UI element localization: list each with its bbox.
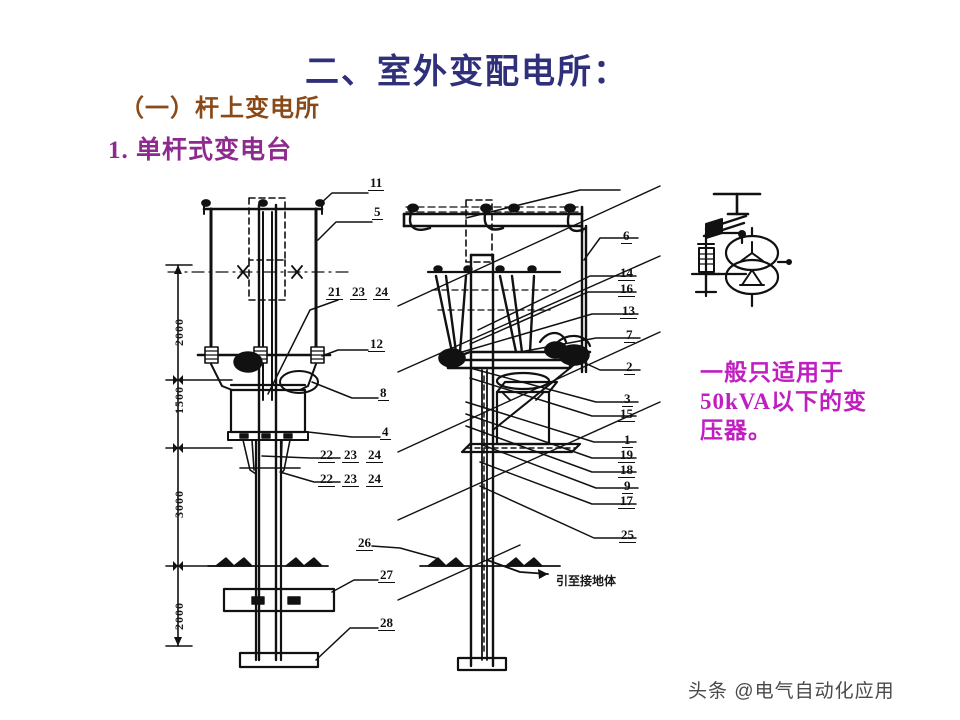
callout-12: 12 <box>368 336 385 352</box>
page-title: 二、室外变配电所： <box>305 54 629 91</box>
callout-23-b: 23 <box>342 447 359 463</box>
subsection-heading: 1. 单杆式变电台 <box>108 137 293 164</box>
watermark: 头条 @电气自动化应用 <box>688 681 895 702</box>
callout-24-c: 24 <box>366 471 383 487</box>
ground-connection-note: 引至接地体 <box>556 574 617 588</box>
callout-9: 9 <box>622 478 633 494</box>
callout-7: 7 <box>624 327 635 343</box>
callout-24-a: 24 <box>373 284 390 300</box>
callout-22-a: 22 <box>318 447 335 463</box>
callout-4: 4 <box>380 424 391 440</box>
callout-22-b: 22 <box>318 471 335 487</box>
callout-1: 1 <box>622 432 633 448</box>
callout-25: 25 <box>619 527 636 543</box>
callout-3: 3 <box>622 391 633 407</box>
callout-15: 15 <box>618 406 635 422</box>
callout-21: 21 <box>326 284 343 300</box>
callout-2: 2 <box>624 359 635 375</box>
callout-24-b: 24 <box>366 447 383 463</box>
callout-23-a: 23 <box>350 284 367 300</box>
dimension-2000-top: 2000 <box>172 318 186 346</box>
callout-11: 11 <box>368 175 385 191</box>
callout-14: 14 <box>618 265 635 281</box>
callout-27: 27 <box>378 567 395 583</box>
callout-16: 16 <box>618 281 635 297</box>
callout-19: 19 <box>618 447 635 463</box>
callout-28: 28 <box>378 615 395 631</box>
callout-18: 18 <box>618 462 635 478</box>
callout-8: 8 <box>378 385 389 401</box>
dimension-3000: 3000 <box>172 490 186 518</box>
callout-13: 13 <box>620 303 637 319</box>
callout-26: 26 <box>356 535 373 551</box>
dimension-2000-bottom: 2000 <box>172 602 186 630</box>
section-heading: （一）杆上变电所 <box>120 96 320 122</box>
callout-6: 6 <box>621 228 632 244</box>
note-text: 一般只适用于50kVA以下的变压器。 <box>700 360 868 443</box>
callout-17: 17 <box>618 493 635 509</box>
dimension-1500: 1500 <box>172 386 186 414</box>
callout-23-c: 23 <box>342 471 359 487</box>
callout-5: 5 <box>372 204 383 220</box>
